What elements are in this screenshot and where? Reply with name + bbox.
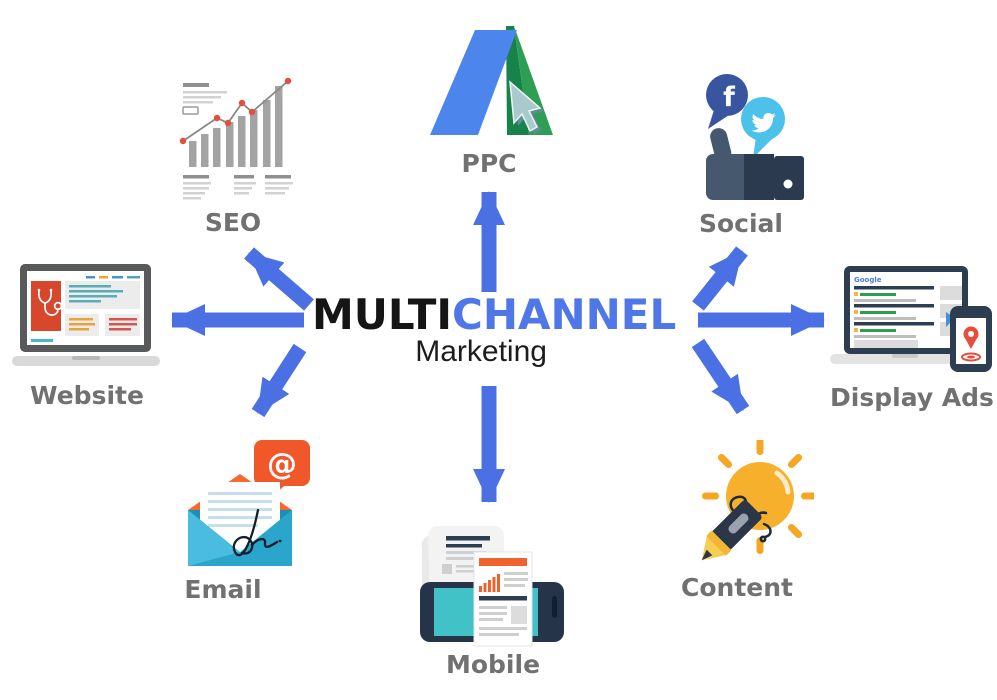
at-symbol: @ — [267, 447, 297, 482]
channel-label-email: Email — [184, 575, 262, 604]
channel-website — [12, 256, 160, 372]
channel-social: f — [698, 72, 806, 204]
arrow-to-seo — [244, 247, 314, 311]
pen-icon — [701, 500, 762, 561]
channel-content — [678, 440, 814, 570]
title-multi: MULTI — [312, 290, 452, 339]
open-envelope-at-bubble-icon: @ — [188, 440, 310, 566]
channel-seo — [168, 62, 313, 204]
channel-label-display-ads: Display Ads — [830, 383, 994, 412]
news-page — [473, 551, 533, 647]
facebook-letter: f — [723, 82, 735, 113]
signature-scribble — [232, 508, 279, 557]
lightbulb-pen-icon — [701, 440, 814, 561]
facebook-bubble-icon: f — [706, 74, 748, 129]
channel-email: @ — [178, 440, 314, 572]
channel-label-ppc: PPC — [461, 149, 517, 178]
arrow-to-email — [251, 343, 307, 418]
smartphone-news-page-icon — [420, 526, 564, 647]
thumbs-up-social-bubbles-icon: f — [706, 74, 804, 200]
channel-label-mobile: Mobile — [445, 650, 541, 679]
search-result-rows — [854, 286, 934, 338]
arrow-to-content — [691, 338, 750, 415]
channel-label-website: Website — [30, 381, 144, 410]
twitter-bubble-icon — [741, 97, 785, 158]
thumbs-up-icon — [706, 128, 804, 200]
google-logo-text: Google — [854, 276, 882, 284]
channel-label-seo: SEO — [204, 208, 262, 237]
channel-label-content: Content — [681, 573, 793, 602]
search-results-laptop-phone-icon: Google — [830, 266, 992, 372]
channel-display-ads: Google — [830, 266, 992, 372]
seo-analytics-chart-icon — [179, 77, 293, 200]
arrow-to-social — [692, 246, 748, 311]
title-channel: CHANNEL — [452, 290, 677, 339]
channel-mobile — [416, 524, 568, 650]
stethoscope-panel-icon — [31, 281, 63, 331]
diagram-title: MULTICHANNEL Marketing — [312, 290, 677, 369]
google-adwords-icon — [430, 26, 553, 135]
channel-label-social: Social — [698, 209, 784, 238]
title-main: MULTICHANNEL — [312, 290, 677, 339]
laptop-webpage-icon — [12, 264, 160, 366]
phone-location-pin-icon — [950, 306, 992, 372]
cursor-arrow-icon — [509, 80, 544, 134]
channel-ppc — [428, 24, 556, 138]
title-subtitle: Marketing — [415, 335, 547, 369]
